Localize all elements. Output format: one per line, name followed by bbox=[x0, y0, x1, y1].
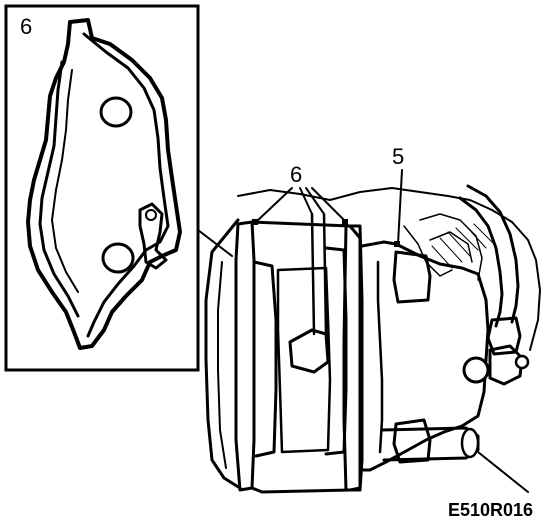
leader-pad-1 bbox=[255, 187, 293, 223]
caliper-housing-face bbox=[376, 260, 384, 454]
inset-frame bbox=[4, 4, 200, 372]
inset-callout-label: 6 bbox=[20, 14, 32, 39]
leader-pad-3 bbox=[305, 187, 325, 215]
brake-pad-inset: 6 bbox=[4, 4, 200, 372]
banjo-bolt bbox=[488, 344, 524, 386]
knuckle-hatching bbox=[431, 223, 495, 269]
outer-pad-friction bbox=[252, 260, 278, 458]
leader-lines bbox=[197, 169, 529, 493]
leader-pad-4 bbox=[311, 187, 347, 223]
disc-edge-inner bbox=[217, 261, 227, 469]
banjo-bolt-head bbox=[514, 354, 530, 370]
brake-pad-outline bbox=[26, 18, 182, 350]
figure-code: E510R016 bbox=[448, 500, 533, 520]
guide-pin-shaft-2 bbox=[322, 212, 328, 336]
pad-backing-plate bbox=[82, 32, 170, 338]
wear-indicator-rivet bbox=[145, 209, 157, 221]
guide-pin-shaft bbox=[310, 212, 316, 336]
marker-pad-right bbox=[342, 219, 348, 225]
pad-inner-contour bbox=[51, 69, 79, 293]
caliper-piston bbox=[288, 328, 330, 374]
bracket-window bbox=[276, 266, 332, 454]
leader-bolt bbox=[477, 451, 529, 493]
inner-pad-friction bbox=[324, 246, 348, 456]
caliper-assembly: 6 5 bbox=[197, 144, 541, 494]
pads-callout-label: 6 bbox=[290, 162, 302, 187]
outer-pad-plate bbox=[234, 220, 256, 492]
wear-indicator-clip bbox=[138, 202, 168, 270]
housing-boss-upper bbox=[392, 250, 432, 304]
caliper-callout-label: 5 bbox=[392, 144, 404, 169]
bleed-screw bbox=[462, 356, 490, 384]
leader-inset bbox=[197, 229, 233, 257]
brake-hose-inner bbox=[458, 196, 504, 328]
leader-pad-2 bbox=[299, 187, 313, 215]
caliper-bracket bbox=[250, 220, 362, 494]
inner-pad-plate bbox=[342, 224, 364, 492]
marker-caliper bbox=[394, 241, 400, 247]
pad-friction-edge bbox=[38, 60, 80, 318]
pad-hole-lower bbox=[101, 242, 135, 274]
brake-hose-outer bbox=[466, 184, 520, 324]
marker-pad-left bbox=[252, 219, 258, 225]
guide-bolt-head bbox=[460, 427, 480, 459]
leader-caliper bbox=[397, 169, 403, 245]
pad-hole-upper bbox=[99, 96, 133, 128]
brake-disc bbox=[204, 218, 242, 490]
